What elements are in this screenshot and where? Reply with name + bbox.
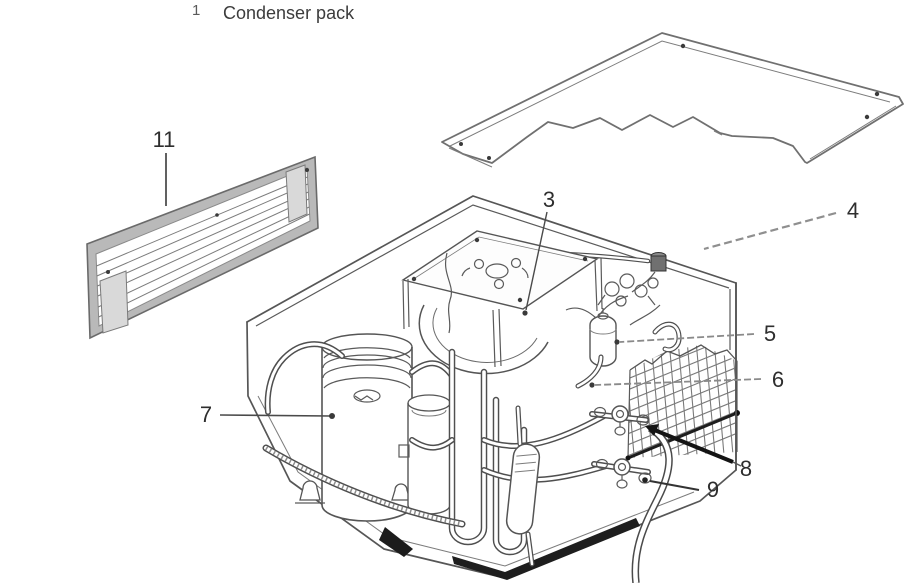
leader-8-tail [732,461,742,467]
callout-label-11: 11 [153,127,176,152]
header-item-number: 1 [192,2,200,19]
callout-label-4: 4 [847,198,859,223]
compressor [295,333,413,522]
callouts: 11 3 4 5 6 7 8 9 [153,127,860,502]
fan-motor-emblem [461,257,529,290]
service-valve-upper [589,405,650,436]
base-shadow-strip [452,518,640,580]
callout-label-9: 9 [707,477,719,502]
fan-shroud-arc [418,304,549,375]
leader-6 [594,378,762,386]
refrigerant-tubing [262,341,609,556]
wire-harness [445,252,452,334]
leader-5 [619,333,755,343]
leader-8 [651,427,734,464]
charging-hose [631,424,673,583]
filter-drier [505,405,541,567]
callout-label-3: 3 [543,187,555,212]
callout-label-5: 5 [764,321,776,346]
callout-label-8: 8 [740,456,752,481]
mounting-foot [299,480,321,501]
condenser-coil [625,321,740,461]
page-title: Condenser pack [223,3,355,23]
leader-9 [649,480,700,491]
callout-label-6: 6 [772,367,784,392]
vent-grille-panel [86,155,319,340]
braided-hose-texture [264,446,463,526]
base-shadow [379,527,413,557]
service-valve-lower [591,458,652,489]
callout-label-7: 7 [200,402,212,427]
mounting-foot [391,483,411,501]
top-cover-panel [441,32,904,168]
leader-4 [703,211,837,251]
receiver-cylinder [565,307,617,389]
leader-3 [525,211,548,311]
leader-8-arrowhead [645,424,659,436]
leader-7 [219,414,331,417]
electrical-feedthrough [650,255,667,272]
fan-assembly [401,230,603,375]
